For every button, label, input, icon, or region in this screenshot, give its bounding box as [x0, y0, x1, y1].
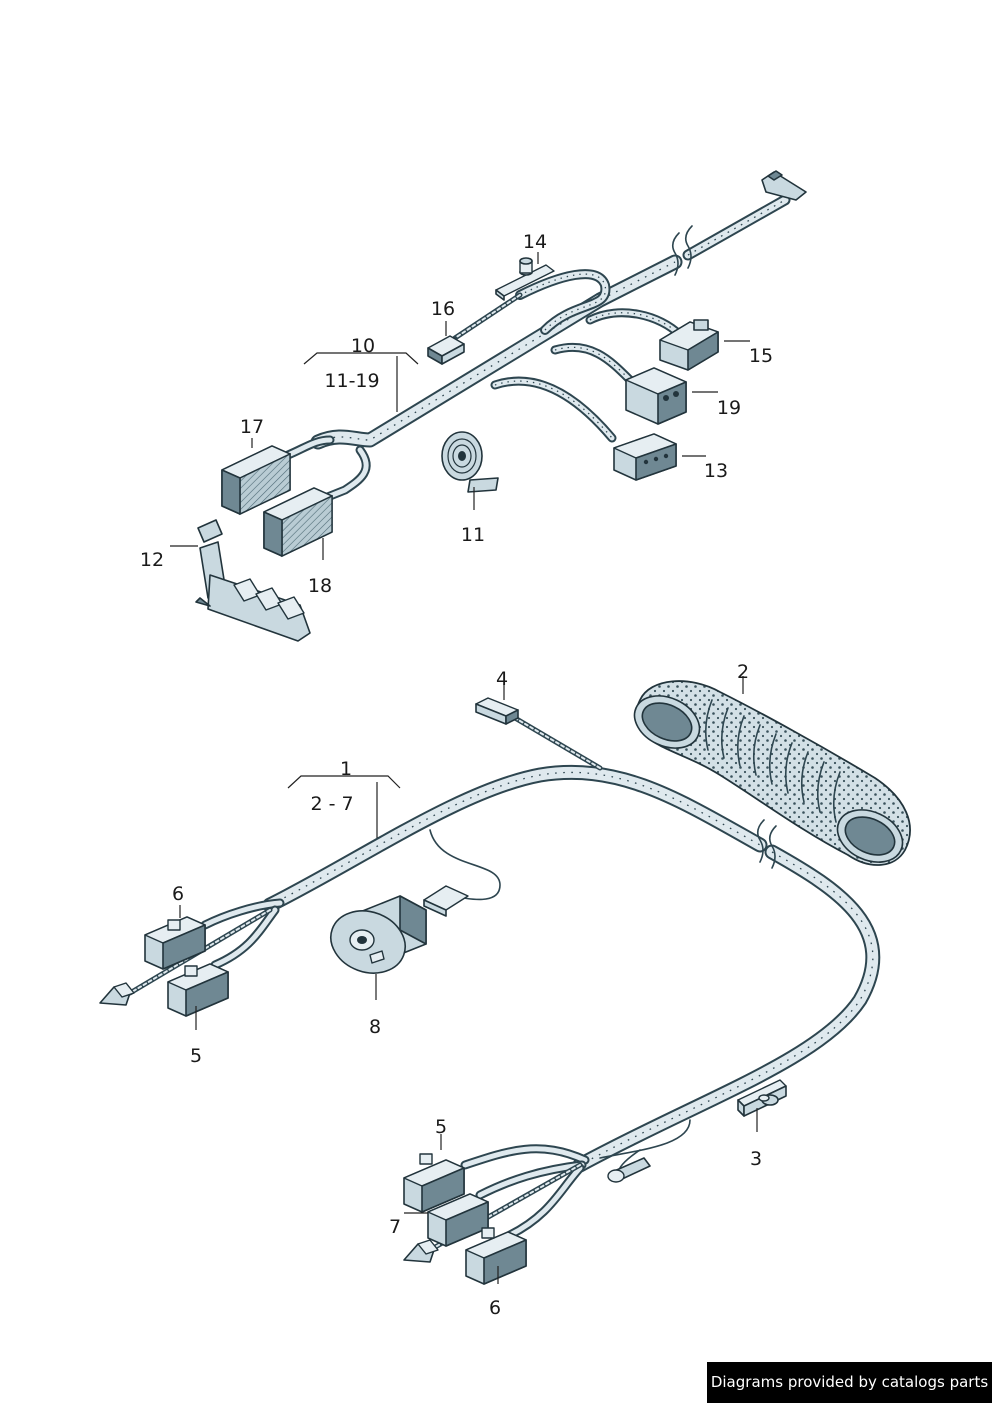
leader-lines — [170, 252, 758, 1284]
sensor-tip-left — [99, 982, 135, 1006]
callout-labels: 10 11-19 16 14 15 19 13 17 18 12 11 1 2 … — [140, 231, 773, 1319]
ring-terminal — [607, 1157, 651, 1183]
callout-5-left: 5 — [190, 1045, 202, 1067]
callout-18: 18 — [308, 575, 332, 597]
callout-6-right: 6 — [489, 1297, 501, 1319]
lower-harness — [99, 680, 911, 1285]
attribution-banner: Diagrams provided by catalogs parts — [707, 1362, 992, 1403]
connector-13 — [613, 433, 677, 481]
clip-14 — [495, 257, 555, 301]
callout-5-right: 5 — [435, 1116, 447, 1138]
connector-7 — [427, 1193, 489, 1247]
connector-16 — [427, 335, 465, 365]
connector-18 — [263, 487, 333, 558]
bracket-12 — [195, 519, 311, 642]
callout-8: 8 — [369, 1016, 381, 1038]
callout-11: 11 — [461, 524, 485, 546]
callout-14: 14 — [523, 231, 547, 253]
tape-roll-11 — [441, 431, 499, 493]
callout-1: 1 — [340, 758, 352, 780]
callout-17: 17 — [240, 416, 264, 438]
socket-8 — [330, 895, 427, 974]
clip-3 — [737, 1079, 787, 1117]
sensor-tip-right — [403, 1239, 439, 1263]
callout-2: 2 — [737, 661, 749, 683]
small-clip — [423, 885, 469, 917]
callout-7: 7 — [389, 1216, 401, 1238]
callout-19: 19 — [717, 397, 741, 419]
connector-5-left — [167, 963, 229, 1017]
callout-15: 15 — [749, 345, 773, 367]
callout-3: 3 — [750, 1148, 762, 1170]
callout-4: 4 — [496, 668, 508, 690]
connector-4 — [475, 697, 519, 725]
callout-12: 12 — [140, 549, 164, 571]
callout-2-7: 2 - 7 — [310, 793, 353, 815]
upper-harness — [195, 170, 807, 642]
callout-16: 16 — [431, 298, 455, 320]
connector-17 — [221, 445, 291, 516]
callout-13: 13 — [704, 460, 728, 482]
duct-2 — [633, 680, 911, 866]
callout-10: 10 — [351, 335, 375, 357]
connector-6-right — [465, 1227, 527, 1285]
callout-6-left: 6 — [172, 883, 184, 905]
connector-15 — [659, 319, 719, 371]
connector-19 — [625, 367, 687, 425]
connector-5-right — [403, 1153, 465, 1213]
callout-11-19: 11-19 — [324, 370, 379, 392]
connector-6-left — [144, 916, 206, 970]
